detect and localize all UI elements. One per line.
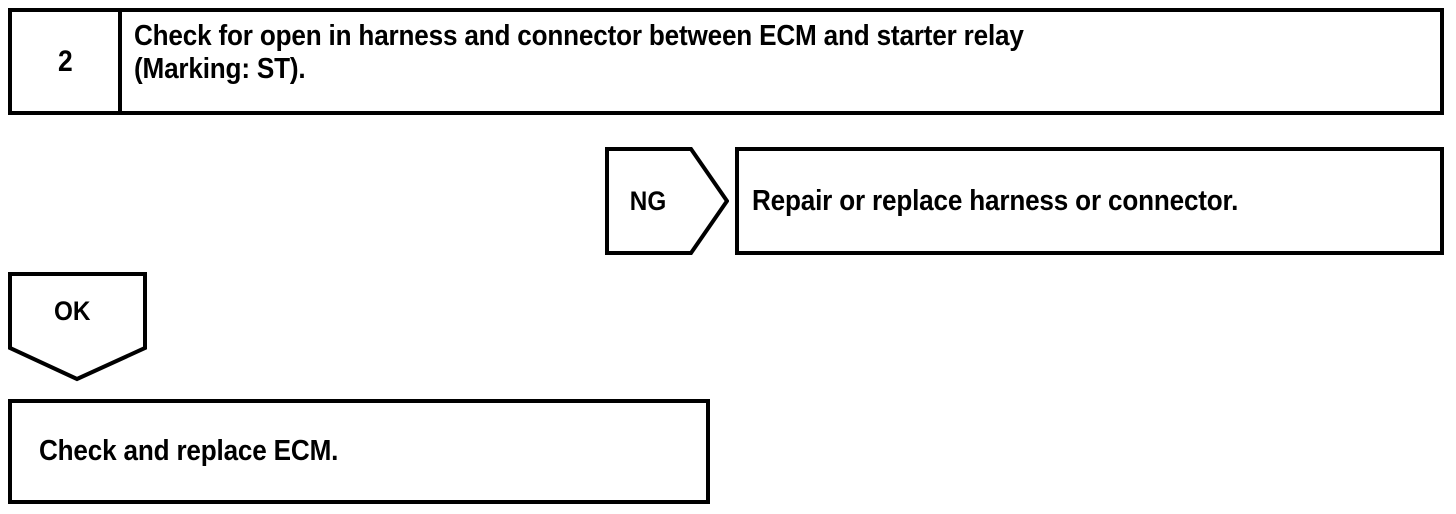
step-description-cell: Check for open in harness and connector … <box>122 12 1440 111</box>
step-description-line-2: (Marking: ST). <box>134 53 306 85</box>
ng-result-text: Repair or replace harness or connector. <box>752 184 1239 217</box>
ok-branch-arrow-icon <box>8 272 147 382</box>
step-number: 2 <box>57 44 73 78</box>
ok-result-box: Check and replace ECM. <box>8 399 710 504</box>
ok-result-text: Check and replace ECM. <box>39 435 339 467</box>
ng-branch-arrow-icon <box>605 147 729 255</box>
ng-result-box: Repair or replace harness or connector. <box>735 147 1444 255</box>
ok-branch-label: OK <box>8 272 147 350</box>
ng-branch-label: NG <box>629 185 667 216</box>
ok-branch-label-text: OK <box>54 295 91 326</box>
step-number-cell: 2 <box>12 12 122 111</box>
step-description-line-1: Check for open in harness and connector … <box>134 20 1024 52</box>
step-row: 2 Check for open in harness and connecto… <box>8 8 1444 115</box>
